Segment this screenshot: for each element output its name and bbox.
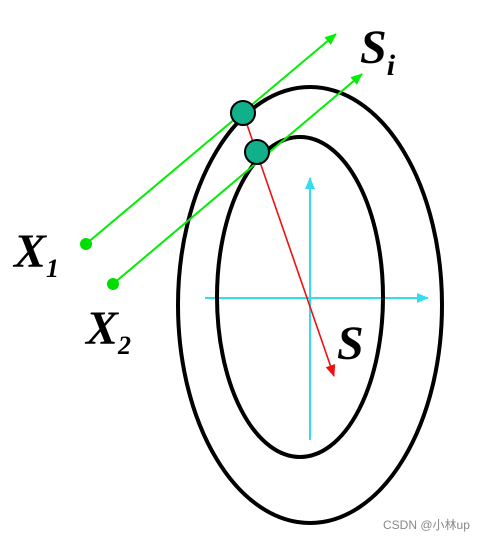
label-s: S — [337, 317, 364, 370]
watermark: CSDN @小林up — [383, 518, 470, 532]
label-x2: X2 — [86, 302, 132, 360]
label-x1: X1 — [14, 225, 60, 283]
intersection-point-outer — [230, 100, 256, 126]
ray-x1 — [85, 33, 337, 245]
intersection-point-inner — [244, 139, 270, 165]
ray-x2 — [112, 73, 363, 285]
outer-ellipse — [176, 85, 444, 525]
label-si: Si — [360, 21, 396, 82]
start-point-x2 — [107, 278, 119, 290]
inner-ellipse — [215, 135, 385, 459]
start-point-x1 — [80, 238, 92, 250]
